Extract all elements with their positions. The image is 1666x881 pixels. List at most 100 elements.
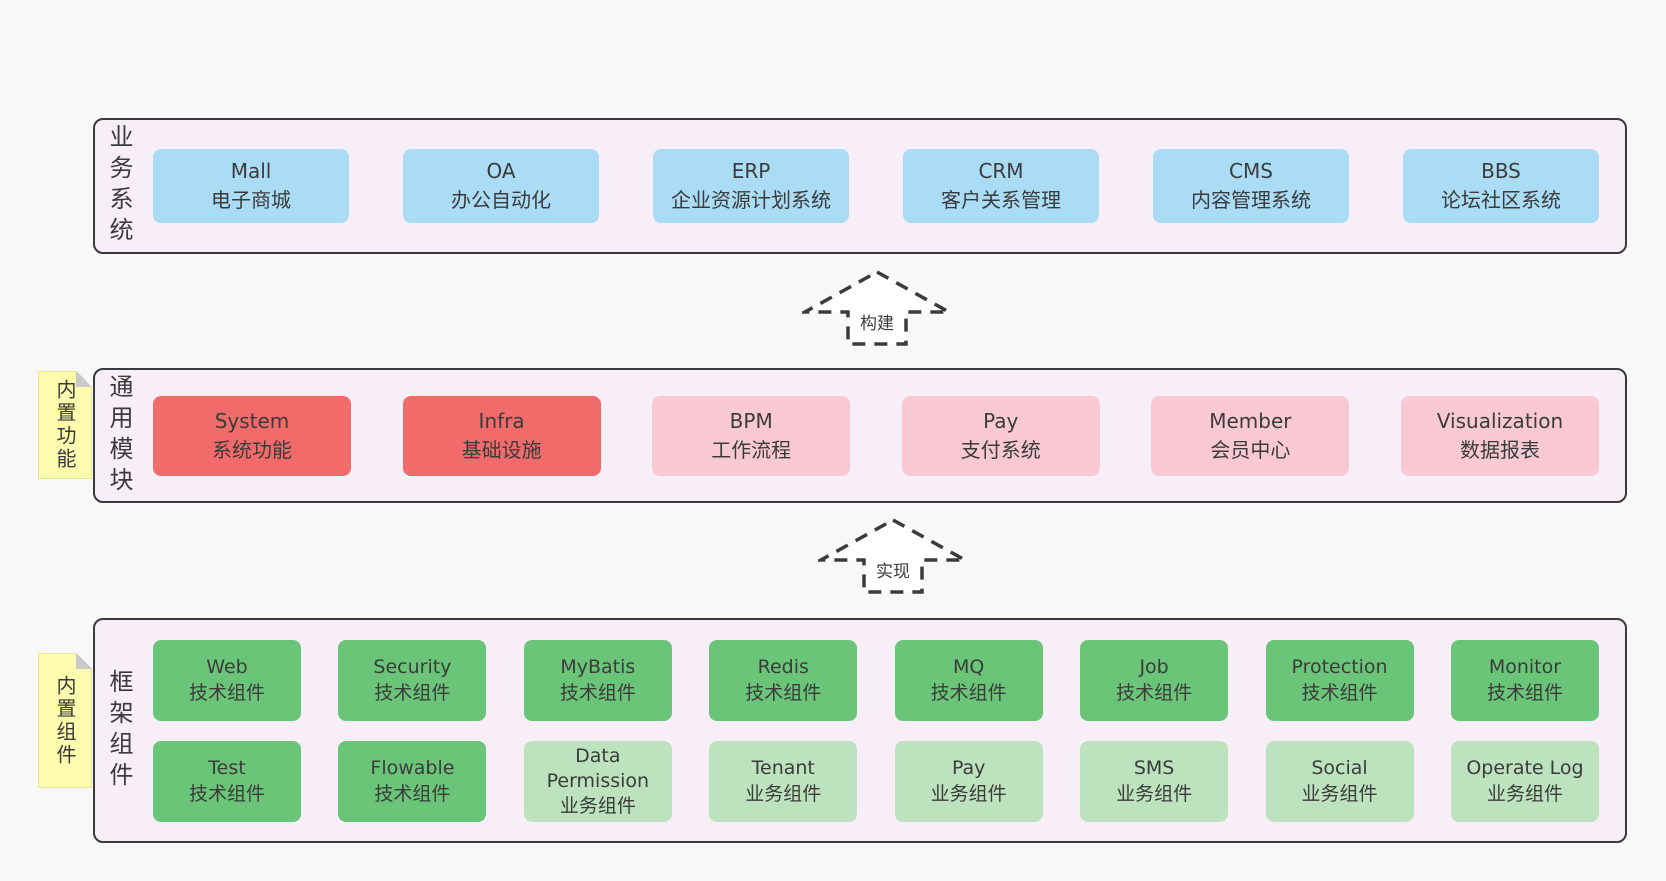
box-title: Member: [1209, 408, 1292, 433]
business-box-cms: CMS 内容管理系统: [1153, 149, 1349, 223]
module-box-system: System 系统功能: [153, 395, 351, 476]
module-box-pay: Pay 支付系统: [901, 395, 1100, 476]
box-title: SMS: [1133, 757, 1175, 780]
component-box-data-permission: Data Permission 业务组件: [523, 741, 672, 822]
component-box-redis: Redis 技术组件: [709, 640, 858, 721]
box-subtitle: 业务组件: [745, 782, 822, 805]
box-subtitle: 基础设施: [461, 437, 542, 462]
box-subtitle: 业务组件: [1486, 782, 1563, 805]
component-box-job: Job 技术组件: [1080, 640, 1229, 721]
box-title: Data Permission: [546, 744, 650, 792]
component-box-test: Test 技术组件: [153, 741, 301, 822]
sticky-note-label: 内置组件: [53, 674, 77, 767]
box-title: Protection: [1291, 656, 1388, 679]
component-box-pay: Pay 业务组件: [894, 741, 1043, 822]
modules-box-row: System 系统功能 Infra 基础设施 BPM 工作流程 Pay 支付系统…: [153, 370, 1599, 501]
sticky-note-built-in-features: 内置功能: [38, 371, 92, 479]
component-box-mybatis: MyBatis 技术组件: [523, 640, 672, 721]
box-title: Operate Log: [1466, 757, 1584, 780]
box-title: Mall: [230, 159, 272, 183]
business-box-erp: ERP 企业资源计划系统: [653, 149, 849, 223]
box-subtitle: 企业资源计划系统: [671, 188, 831, 212]
box-title: CRM: [978, 159, 1024, 183]
box-title: Tenant: [751, 757, 815, 780]
component-box-social: Social 业务组件: [1265, 741, 1414, 822]
component-box-tenant: Tenant 业务组件: [709, 741, 858, 822]
box-subtitle: 会员中心: [1210, 437, 1291, 462]
box-subtitle: 工作流程: [711, 437, 792, 462]
box-title: Monitor: [1488, 656, 1562, 679]
module-box-bpm: BPM 工作流程: [652, 395, 851, 476]
box-title: MQ: [953, 656, 985, 679]
box-title: Job: [1139, 656, 1169, 679]
component-box-sms: SMS 业务组件: [1080, 741, 1229, 822]
box-subtitle: 业务组件: [1301, 782, 1378, 805]
component-box-operate-log: Operate Log 业务组件: [1450, 741, 1599, 822]
components-row-1: Web 技术组件 Security 技术组件 MyBatis 技术组件 Redi…: [153, 640, 1599, 721]
box-subtitle: 内容管理系统: [1191, 188, 1311, 212]
box-subtitle: 客户关系管理: [941, 188, 1061, 212]
box-subtitle: 论坛社区系统: [1441, 188, 1561, 212]
box-title: Flowable: [370, 757, 455, 780]
module-box-visualization: Visualization 数据报表: [1400, 395, 1599, 476]
layer-framework-components: 框架组件 Web 技术组件 Security 技术组件 MyBatis 技术组件…: [93, 618, 1627, 843]
layer-business-systems: 业务系统 Mall 电子商城 OA 办公自动化 ERP 企业资源计划系统 CRM…: [93, 118, 1627, 254]
component-box-protection: Protection 技术组件: [1265, 640, 1414, 721]
component-box-mq: MQ 技术组件: [894, 640, 1043, 721]
box-title: Pay: [983, 408, 1019, 433]
box-subtitle: 技术组件: [559, 681, 636, 704]
box-subtitle: 系统功能: [212, 437, 292, 462]
box-subtitle: 支付系统: [960, 437, 1041, 462]
box-title: OA: [486, 159, 516, 183]
box-subtitle: 技术组件: [930, 681, 1007, 704]
components-grid: Web 技术组件 Security 技术组件 MyBatis 技术组件 Redi…: [153, 640, 1599, 822]
box-title: Pay: [951, 757, 986, 780]
business-box-mall: Mall 电子商城: [153, 149, 349, 223]
module-box-member: Member 会员中心: [1151, 395, 1350, 476]
layer-label: 通用模块: [105, 373, 133, 498]
box-title: BPM: [729, 408, 773, 433]
box-title: Social: [1311, 757, 1368, 780]
module-box-infra: Infra 基础设施: [402, 395, 601, 476]
sticky-note-label: 内置功能: [53, 379, 77, 471]
business-box-oa: OA 办公自动化: [403, 149, 599, 223]
box-subtitle: 技术组件: [188, 782, 265, 805]
arrow-label: 实现: [876, 562, 910, 582]
up-arrow-icon: [818, 517, 968, 594]
layer-label: 框架组件: [105, 668, 133, 793]
box-title: System: [214, 408, 290, 433]
components-row-2: Test 技术组件 Flowable 技术组件 Data Permission …: [153, 741, 1599, 822]
dashed-up-arrow-build: 构建: [802, 269, 952, 346]
arrow-label: 构建: [860, 314, 894, 334]
box-subtitle: 技术组件: [1116, 681, 1193, 704]
box-title: Redis: [757, 656, 809, 679]
box-subtitle: 业务组件: [559, 795, 636, 818]
box-subtitle: 技术组件: [745, 681, 822, 704]
box-subtitle: 技术组件: [1301, 681, 1378, 704]
component-box-monitor: Monitor 技术组件: [1450, 640, 1599, 721]
box-subtitle: 电子商城: [211, 188, 291, 212]
box-title: CMS: [1229, 159, 1273, 183]
layer-common-modules: 通用模块 System 系统功能 Infra 基础设施 BPM 工作流程 Pay…: [93, 368, 1627, 503]
layer-label: 业务系统: [105, 124, 133, 248]
sticky-note-built-in-components: 内置组件: [38, 653, 92, 788]
business-box-bbs: BBS 论坛社区系统: [1403, 149, 1599, 223]
box-subtitle: 技术组件: [374, 681, 451, 704]
business-box-crm: CRM 客户关系管理: [903, 149, 1099, 223]
box-title: MyBatis: [560, 656, 636, 679]
box-subtitle: 业务组件: [1116, 782, 1193, 805]
dashed-up-arrow-implement: 实现: [818, 517, 968, 594]
box-subtitle: 技术组件: [374, 782, 451, 805]
component-box-web: Web 技术组件: [153, 640, 301, 721]
box-title: Security: [373, 656, 452, 679]
box-title: Test: [208, 757, 246, 780]
box-title: Infra: [478, 408, 525, 433]
box-subtitle: 技术组件: [188, 681, 265, 704]
box-title: ERP: [731, 159, 771, 183]
box-subtitle: 技术组件: [1486, 681, 1563, 704]
component-box-flowable: Flowable 技术组件: [338, 741, 487, 822]
business-box-row: Mall 电子商城 OA 办公自动化 ERP 企业资源计划系统 CRM 客户关系…: [153, 120, 1599, 252]
box-subtitle: 数据报表: [1459, 437, 1540, 462]
box-title: BBS: [1481, 159, 1521, 183]
